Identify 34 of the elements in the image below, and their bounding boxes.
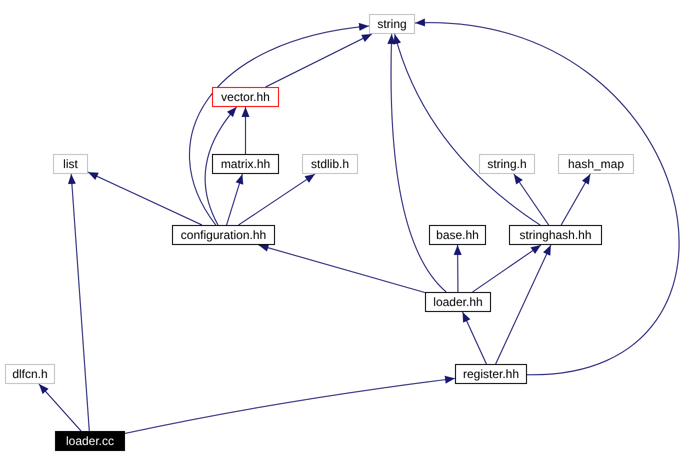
arrow (242, 106, 250, 154)
arrow (204, 106, 238, 226)
arrow (238, 174, 316, 226)
file-node: stringhash.hh (509, 225, 602, 245)
file-node: base.hh (429, 225, 486, 245)
arrow (495, 244, 552, 364)
file-node: string.h (479, 154, 535, 174)
arrow (88, 172, 202, 226)
arrow (454, 244, 462, 292)
arrow (462, 312, 487, 364)
arrow (560, 174, 591, 226)
arrow (387, 34, 447, 292)
file-node: configuration.hh (172, 225, 275, 245)
arrow (265, 34, 372, 88)
file-node: loader.cc (55, 431, 125, 451)
file-node: matrix.hh (212, 154, 279, 174)
arrow (414, 20, 680, 376)
arrow (68, 174, 90, 432)
arrow (124, 376, 456, 434)
file-node: hash_map (558, 154, 634, 174)
arrow (472, 244, 542, 292)
arrow (189, 23, 370, 226)
file-node: string (369, 14, 415, 34)
arrow (394, 34, 541, 226)
file-node: vector.hh (212, 87, 279, 107)
arrow (226, 174, 244, 226)
file-node: loader.hh (425, 292, 491, 312)
file-node: stdlib.h (302, 154, 358, 174)
file-node: register.hh (455, 364, 527, 384)
arrow (258, 244, 426, 294)
file-node: list (53, 154, 88, 174)
file-node: dlfcn.h (5, 364, 55, 384)
arrow (38, 384, 82, 432)
arrow (513, 174, 550, 226)
